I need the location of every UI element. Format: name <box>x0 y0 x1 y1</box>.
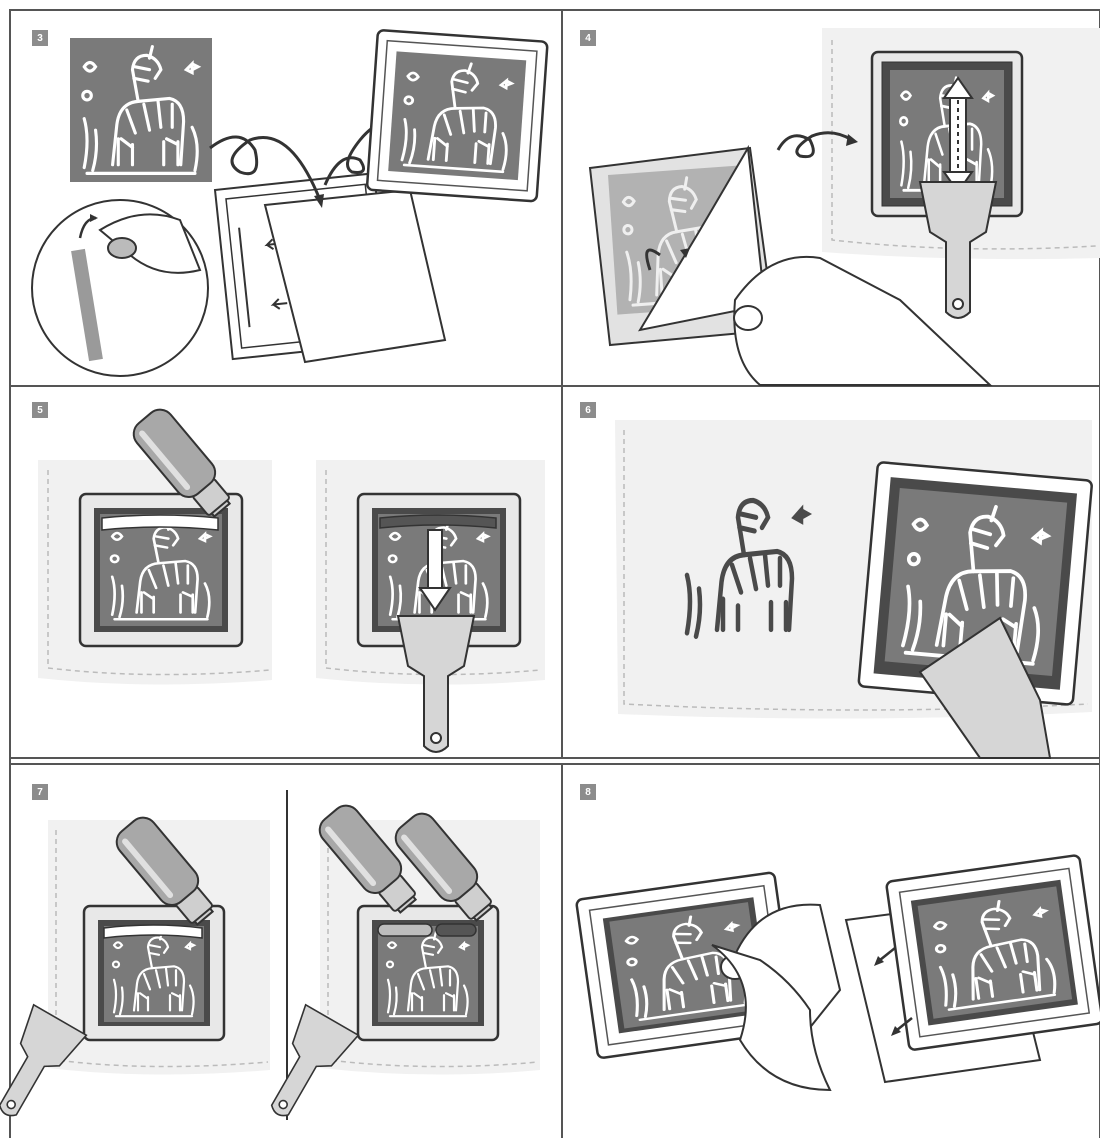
step-badge-3: 3 <box>32 30 48 46</box>
zebra-stencil-sheet <box>70 38 212 182</box>
panel-step-5 <box>38 404 545 752</box>
framed-stencil-7b <box>358 906 498 1040</box>
panel-step-4 <box>590 28 1100 385</box>
framed-stencil-left <box>80 494 242 646</box>
framed-stencil-7a <box>84 906 224 1040</box>
framed-stencil <box>367 30 548 201</box>
panel-step-8 <box>576 855 1100 1090</box>
step-badge-4: 4 <box>580 30 596 46</box>
step-badge-7: 7 <box>32 784 48 800</box>
framed-stencil-8b <box>886 855 1100 1050</box>
step-badge-6: 6 <box>580 402 596 418</box>
panel-step-3 <box>32 30 548 376</box>
step-badge-5: 5 <box>32 402 48 418</box>
panel-step-7 <box>0 790 540 1129</box>
step-badge-8: 8 <box>580 784 596 800</box>
panel-step-6 <box>615 420 1092 758</box>
